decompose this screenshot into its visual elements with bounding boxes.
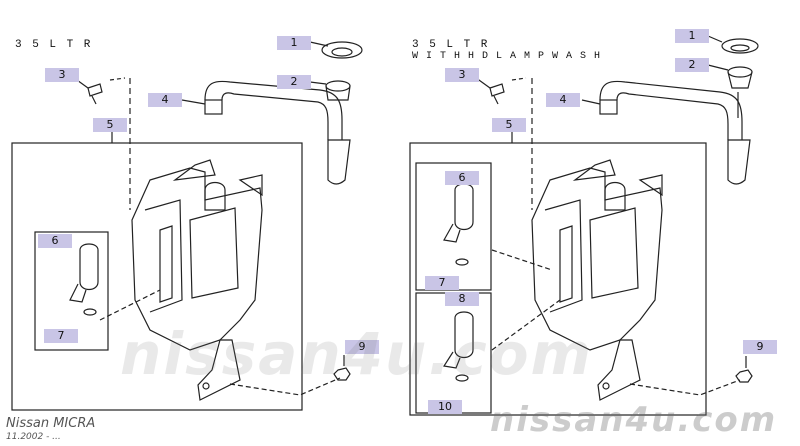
callout-4-right: 4 <box>546 93 580 107</box>
callout-5: 5 <box>93 118 127 132</box>
right-panel-subtitle: W I T H H D L A M P W A S H <box>412 51 602 62</box>
right-panel-title: 3 5 L T R <box>412 39 490 51</box>
left-washer-tank <box>131 159 263 401</box>
callout-10-right: 10 <box>428 400 462 414</box>
callout-4: 4 <box>148 93 182 107</box>
center-watermark: nissan4u.com <box>120 320 593 388</box>
left-pump <box>69 243 99 316</box>
callout-9: 9 <box>345 340 379 354</box>
right-filler-seal <box>727 66 753 78</box>
left-filler-seal <box>325 80 351 92</box>
right-pump-lower <box>443 311 474 382</box>
left-screw <box>87 83 103 105</box>
footer-model: Nissan MICRA <box>6 416 96 431</box>
callout-2: 2 <box>277 75 311 89</box>
callout-7: 7 <box>44 329 78 343</box>
bottom-watermark: nissan4u.com <box>490 400 778 440</box>
left-panel-title: 3 5 L T R <box>15 39 93 51</box>
callout-5-right: 5 <box>492 118 526 132</box>
right-screw <box>489 83 505 105</box>
footer-date: 11.2002 - ... <box>6 432 61 442</box>
callout-9-right: 9 <box>743 340 777 354</box>
right-nut <box>735 369 753 383</box>
right-assembly-box <box>409 142 707 416</box>
callout-3-right: 3 <box>445 68 479 82</box>
left-cap <box>321 41 363 59</box>
right-washer-tank <box>531 159 663 401</box>
right-pump-upper <box>443 183 474 266</box>
callout-2-right: 2 <box>675 58 709 72</box>
left-filler-hose <box>204 80 351 185</box>
right-pump-box-upper <box>415 162 492 291</box>
callout-3: 3 <box>45 68 79 82</box>
callout-7-right: 7 <box>425 276 459 290</box>
left-assembly-box <box>11 142 303 411</box>
callout-1-right: 1 <box>675 29 709 43</box>
left-pump-box <box>34 231 109 351</box>
right-filler-hose <box>599 80 751 185</box>
callout-8-right: 8 <box>445 292 479 306</box>
left-nut <box>333 367 351 381</box>
callout-6-right: 6 <box>445 171 479 185</box>
callout-6: 6 <box>38 234 72 248</box>
callout-1: 1 <box>277 36 311 50</box>
right-cap <box>721 38 759 54</box>
